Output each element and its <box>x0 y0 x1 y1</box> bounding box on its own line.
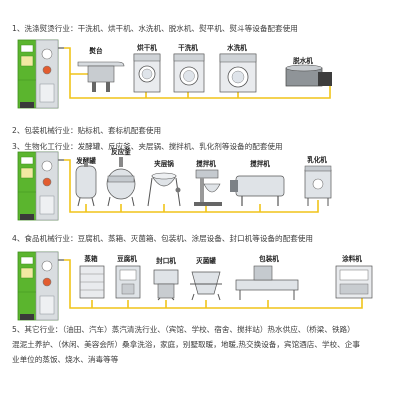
label-washer: 水洗机 <box>227 44 247 52</box>
label-coating-machine: 涂料机 <box>342 255 362 263</box>
reactor-icon <box>106 157 136 207</box>
label-sterilizer: 灭菌罐 <box>196 257 216 265</box>
section-5-line-3: 业单位的蒸饭、烧水、消毒等等 <box>12 355 119 364</box>
section-5-line-1: 5、其它行业：（油田、汽车）蒸汽清洗行业、（宾馆、学校、宿舍、搅拌站）热水供应、… <box>12 325 355 334</box>
label-tofu-machine: 豆腐机 <box>117 255 137 263</box>
mixer-1-icon <box>194 169 222 206</box>
boiler-2 <box>17 151 65 221</box>
fermenter-icon <box>75 162 97 207</box>
pipe-3 <box>64 259 363 309</box>
label-dry-cleaner: 干洗机 <box>178 44 198 52</box>
boiler-3 <box>17 251 65 321</box>
label-fermenter: 发酵罐 <box>76 157 96 165</box>
label-ironing-table: 熨台 <box>89 47 103 55</box>
pipe-1 <box>64 47 331 99</box>
label-mixer-2: 搅拌机 <box>250 160 270 168</box>
label-emulsifier: 乳化机 <box>307 156 327 164</box>
section-1-title: 1、洗涤熨烫行业：干洗机、烘干机、水洗机、脱水机、熨平机、熨斗等设备配套使用 <box>12 24 298 33</box>
coating-machine-icon <box>335 265 373 299</box>
dry-cleaner-icon <box>173 53 205 93</box>
label-sealing-machine: 封口机 <box>156 257 176 265</box>
steam-box-icon <box>79 265 105 299</box>
section-2-title: 2、包装机械行业：贴标机、套标机配套使用 <box>12 126 162 135</box>
sterilizer-icon <box>190 271 222 301</box>
spin-dryer-icon <box>285 64 332 87</box>
label-jacketed-kettle: 夹层锅 <box>154 160 174 168</box>
tofu-machine-icon <box>115 265 141 299</box>
section-5-line-2: 混泥土养护、（休闲、美容会所）桑拿洗浴，家庭，别墅取暖，地暖,热交换设备，宾馆酒… <box>12 340 360 349</box>
jacketed-kettle-icon <box>147 172 181 207</box>
mixer-2-icon <box>230 175 285 206</box>
label-spin-dryer: 脱水机 <box>293 57 313 65</box>
ironing-table-icon <box>77 61 125 92</box>
label-packing-machine: 包装机 <box>259 255 279 263</box>
boiler-1 <box>17 39 65 109</box>
label-reactor: 反应釜 <box>111 148 131 156</box>
section-5-paragraph: 5、其它行业：（油田、汽车）蒸汽清洗行业、（宾馆、学校、宿舍、搅拌站）热水供应、… <box>12 322 392 367</box>
label-steam-box: 蒸箱 <box>84 255 98 263</box>
section-3-title: 3、生物化工行业：发酵罐、反应釜、夹层锅、搅拌机、乳化剂等设备的配套使用 <box>12 142 283 151</box>
label-mixer-1: 搅拌机 <box>196 160 216 168</box>
pipe-2 <box>64 159 319 213</box>
section-4-title: 4、食品机械行业：豆腐机、蒸箱、灭菌箱、包装机、涂层设备、封口机等设备的配套使用 <box>12 234 313 243</box>
sealing-machine-icon <box>153 269 179 301</box>
washer-icon <box>219 53 257 93</box>
dryer-icon <box>133 53 161 93</box>
packing-machine-icon <box>235 265 299 300</box>
label-dryer: 烘干机 <box>137 44 157 52</box>
emulsifier-icon <box>304 165 332 206</box>
